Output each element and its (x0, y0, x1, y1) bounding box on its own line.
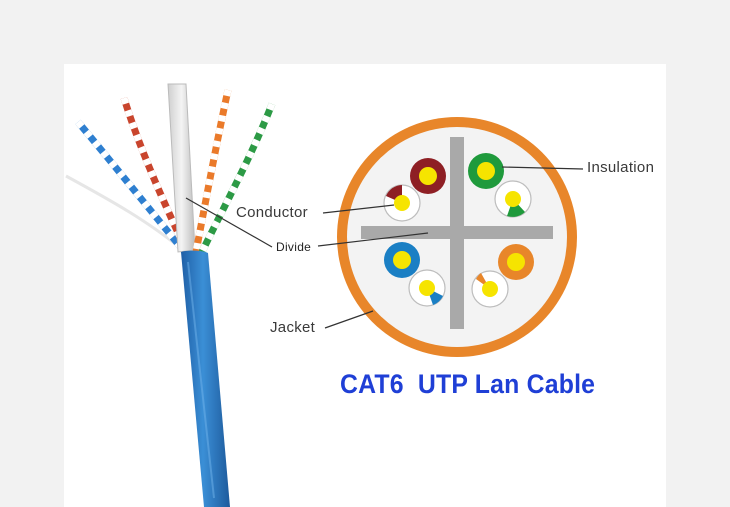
wire-green (468, 153, 504, 189)
blue-pair (75, 119, 186, 253)
green-pair (198, 102, 276, 254)
wire-green-white (494, 180, 532, 218)
blue-jacket (181, 250, 230, 507)
wire-orange-white (471, 270, 509, 308)
wire-brown (410, 158, 446, 194)
insulation-label: Insulation (587, 159, 655, 176)
conductor-label: Conductor (236, 204, 308, 221)
diagram-title: CAT6 UTP Lan Cable (340, 369, 596, 399)
jacket-leader (324, 310, 374, 329)
divide-label: Divide (276, 240, 312, 254)
conductor-leader (322, 204, 395, 214)
wire-orange (498, 244, 534, 280)
cable-photo (65, 83, 276, 507)
insulation-leader (501, 166, 584, 170)
divide-leader-section (317, 232, 429, 247)
divide-leader-photo (185, 197, 273, 248)
wire-blue-white (408, 269, 446, 307)
wire-brown-white (383, 184, 421, 222)
cross-section (337, 117, 577, 357)
orange-pair (192, 89, 232, 253)
jacket-label: Jacket (270, 319, 316, 336)
leader-lines (185, 166, 584, 329)
wire-blue (384, 242, 420, 278)
